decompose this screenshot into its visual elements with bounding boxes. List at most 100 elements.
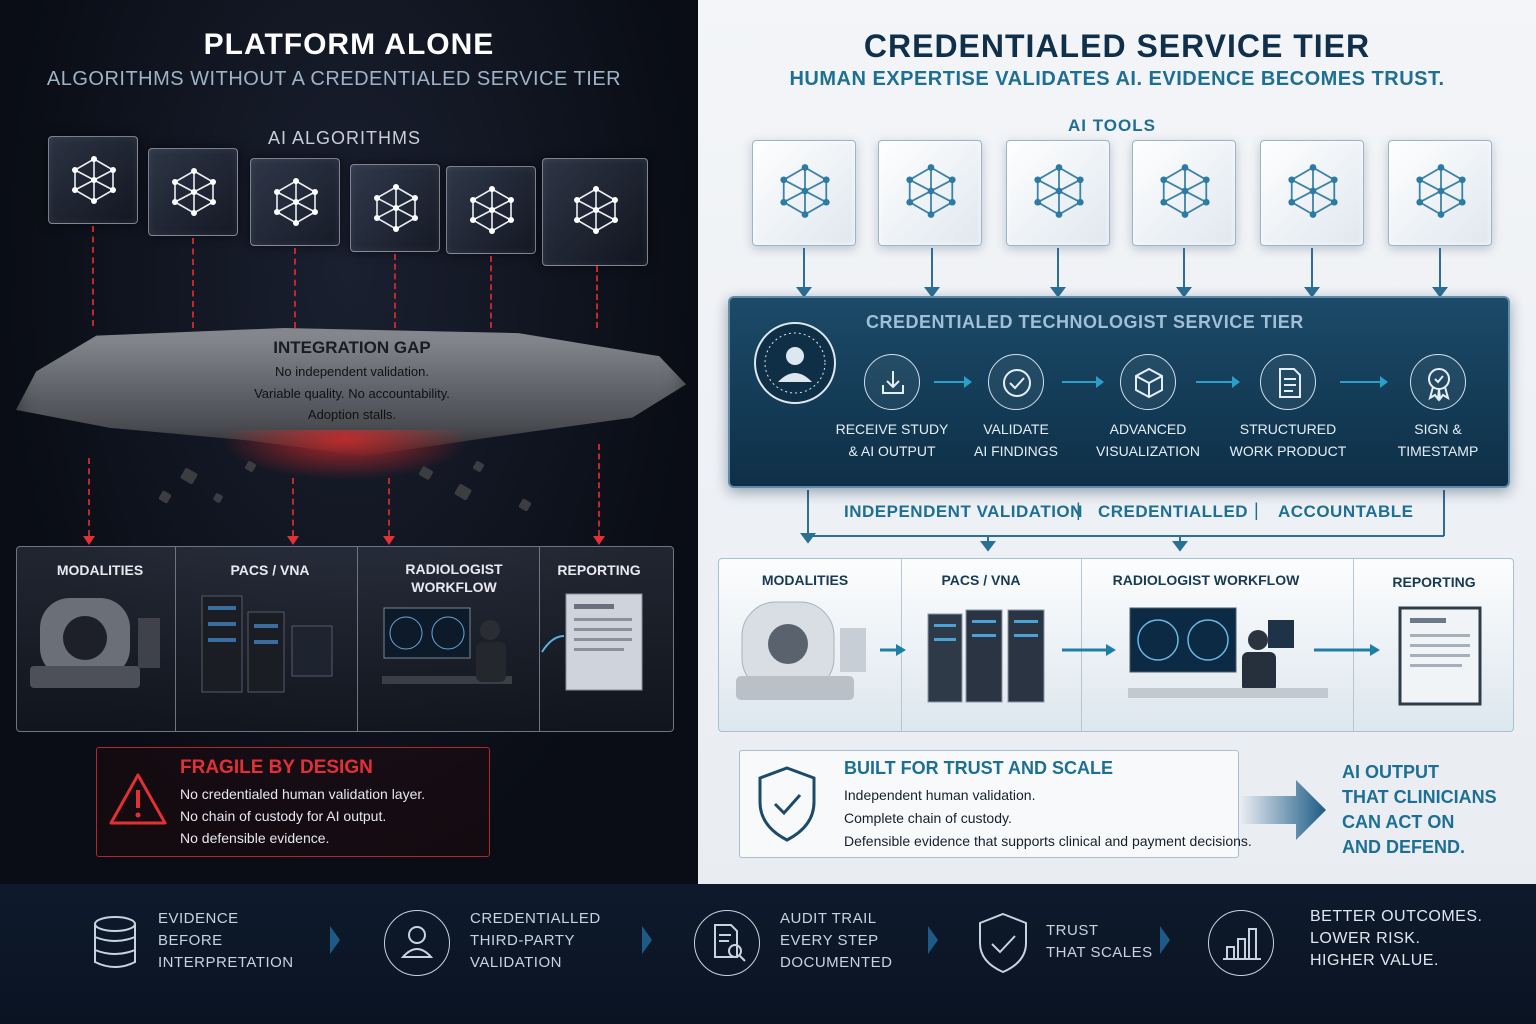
benefit-outcomes: BETTER OUTCOMES.LOWER RISK.HIGHER VALUE. <box>1310 908 1483 969</box>
trust-line: Complete chain of custody. <box>844 810 1012 826</box>
broken-connector <box>88 458 90 536</box>
warning-icon <box>109 773 167 825</box>
benefits-footer <box>0 884 1536 1024</box>
debris <box>158 490 172 504</box>
built-for-trust-box <box>739 750 1239 858</box>
document-icon <box>1279 368 1301 398</box>
ai-tools-label: AI TOOLS <box>1068 116 1156 135</box>
award-icon <box>1428 368 1450 402</box>
fragile-by-design-box <box>96 747 490 857</box>
attribute-credentialled: CREDENTIALLED <box>1098 502 1249 521</box>
workflow-label-pacs: PACS / VNA <box>941 572 1021 588</box>
outcome-statement: AI OUTPUT THAT CLINICIANS CAN ACT ON AND… <box>1342 762 1497 857</box>
trust-line: Independent human validation. <box>844 787 1036 803</box>
right-title: CREDENTIALED SERVICE TIER <box>863 28 1371 64</box>
step-arrow <box>1340 376 1388 388</box>
network-icon <box>1416 164 1466 218</box>
radiologist-workstation-icon <box>382 607 512 684</box>
chevron-right-icon <box>928 926 938 954</box>
arrow-down-icon <box>83 536 95 545</box>
workflow-label-reporting: REPORTING <box>1392 574 1476 590</box>
ai-algorithms-label: AI ALGORITHMS <box>268 128 422 148</box>
fragile-title: FRAGILE BY DESIGN <box>180 757 373 778</box>
check-circle-icon <box>1003 369 1031 397</box>
ai-tool-tile <box>1388 140 1492 246</box>
tier-connectors <box>796 248 1448 552</box>
broken-connector <box>294 248 296 328</box>
report-monitor-icon <box>541 593 643 691</box>
workflow-label-radiologist: RADIOLOGIST WORKFLOW <box>405 561 503 595</box>
database-icon <box>82 910 148 976</box>
network-icon <box>172 168 216 216</box>
step-validate <box>988 354 1044 410</box>
network-icon <box>374 184 418 232</box>
cube-icon <box>1135 367 1163 399</box>
step-arrow <box>934 376 972 388</box>
step-label: RECEIVE STUDY& AI OUTPUT <box>835 421 949 459</box>
left-subtitle: ALGORITHMS WITHOUT A CREDENTIALED SERVIC… <box>46 68 622 90</box>
report-monitor-icon <box>1314 606 1482 706</box>
chevron-right-icon <box>330 926 340 954</box>
workflow-label-modalities: MODALITIES <box>761 572 849 588</box>
algorithm-tile <box>446 166 536 254</box>
step-receive <box>864 354 920 410</box>
algorithm-tile <box>148 148 238 236</box>
workflow-label-pacs: PACS / VNA <box>230 562 310 578</box>
radiologist-workstation-icon <box>1128 607 1328 698</box>
gap-line: No independent validation. <box>275 364 429 379</box>
gap-line: Variable quality. No accountability. <box>254 386 450 401</box>
ai-tool-tile <box>752 140 856 246</box>
network-icon <box>574 186 618 234</box>
debris <box>472 460 485 473</box>
broken-connector <box>388 478 390 536</box>
arrow-down-icon <box>593 536 605 545</box>
bar-chart-icon <box>1208 910 1274 976</box>
step-structured <box>1260 354 1316 410</box>
debris <box>179 467 199 485</box>
left-title: PLATFORM ALONE <box>203 28 495 61</box>
broken-connector <box>92 226 94 326</box>
credential-seal-icon <box>754 322 836 404</box>
server-rack-icon <box>201 595 333 693</box>
algorithm-tile <box>542 158 648 266</box>
outcome-arrow-icon <box>1240 780 1326 840</box>
workflow-label-radiologist: RADIOLOGIST WORKFLOW <box>1112 572 1300 588</box>
network-icon <box>906 164 956 218</box>
trust-title: BUILT FOR TRUST AND SCALE <box>844 758 1113 778</box>
broken-connector <box>490 256 492 328</box>
network-icon <box>1288 164 1338 218</box>
pacs-server-icon <box>927 609 1116 703</box>
audit-document-icon <box>694 910 760 976</box>
algorithm-tile <box>350 164 440 252</box>
tier-title: CREDENTIALED TECHNOLOGIST SERVICE TIER <box>866 312 1304 332</box>
shield-check-icon <box>970 910 1036 976</box>
arrow-down-icon <box>383 536 395 545</box>
person-icon <box>384 910 450 976</box>
step-visualize <box>1120 354 1176 410</box>
broken-connector <box>394 254 396 328</box>
broken-connector <box>192 238 194 328</box>
network-icon <box>1160 164 1210 218</box>
debris <box>518 498 532 512</box>
shield-check-icon <box>758 766 816 842</box>
fragile-line: No defensible evidence. <box>180 830 330 846</box>
mri-scanner-icon <box>30 598 160 688</box>
download-icon <box>882 371 904 394</box>
attribute-divider: | <box>1254 500 1259 520</box>
debris <box>212 492 224 504</box>
step-label: SIGN &TIMESTAMP <box>1397 421 1479 459</box>
platform-alone-panel: PLATFORM ALONE ALGORITHMS WITHOUT A CRED… <box>0 0 698 884</box>
ai-tool-tile <box>1260 140 1364 246</box>
attribute-independent: INDEPENDENT VALIDATION <box>844 502 1083 521</box>
network-icon <box>780 164 830 218</box>
ct-scanner-icon <box>736 601 906 700</box>
ai-tool-tile <box>878 140 982 246</box>
broken-connector <box>292 478 294 536</box>
algorithm-tile <box>250 158 340 246</box>
ai-tool-tile <box>1006 140 1110 246</box>
